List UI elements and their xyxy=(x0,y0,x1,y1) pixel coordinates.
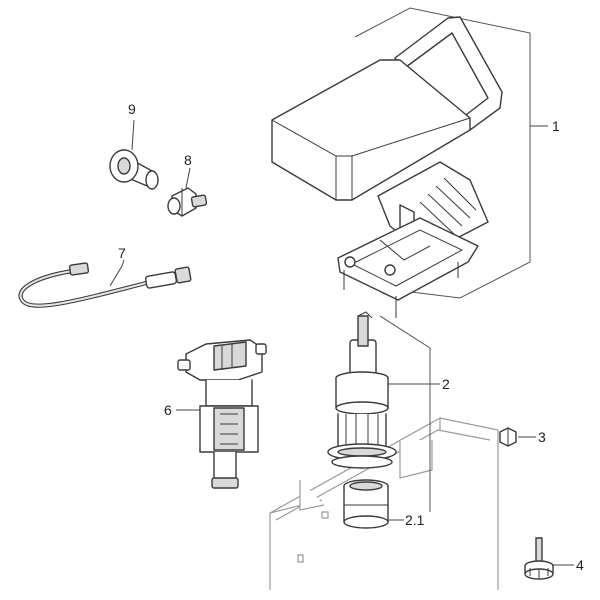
callout-8: 8 xyxy=(184,152,192,168)
part-9-pipe-sleeve: 9 xyxy=(109,101,159,190)
part-6-fill-valve: 6 xyxy=(164,339,267,489)
bracket-part-1 xyxy=(354,7,531,299)
part-8-angle-connector: 8 xyxy=(167,152,208,217)
part-1-flush-actuator-assembly: 1 xyxy=(271,7,560,318)
callout-9: 9 xyxy=(128,101,136,117)
bracket-part-2 xyxy=(379,315,431,512)
part-2-1-seal: 2.1 xyxy=(343,479,425,529)
callout-4: 4 xyxy=(576,557,584,573)
callout-6: 6 xyxy=(164,402,172,418)
callout-2-1: 2.1 xyxy=(405,512,425,528)
part-4-adjustable-foot: 4 xyxy=(524,537,584,580)
part-7-flexible-hose: 7 xyxy=(18,245,192,308)
callout-2: 2 xyxy=(442,376,450,392)
callout-7: 7 xyxy=(118,245,126,261)
callout-1: 1 xyxy=(552,118,560,134)
part-2-flush-valve: 2 xyxy=(327,311,450,512)
part-3-nut: 3 xyxy=(499,427,546,447)
callout-3: 3 xyxy=(538,429,546,445)
